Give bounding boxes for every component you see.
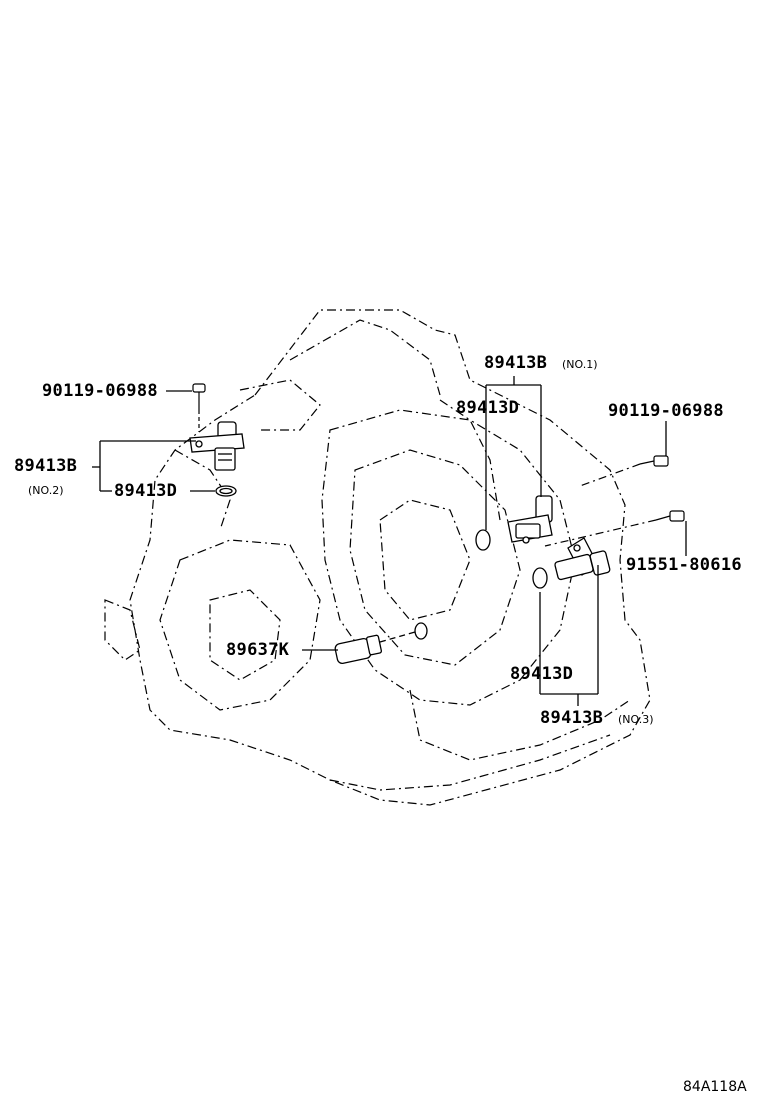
sensor-no3-drawing <box>532 537 611 589</box>
sensor-no3-note: (NO.3) <box>618 713 654 726</box>
callout-lines <box>92 376 687 706</box>
part-label-oring-no1[interactable]: 89413D <box>456 398 520 418</box>
bolts-right-drawing <box>544 455 685 547</box>
part-label-oring-no3[interactable]: 89413D <box>510 664 574 684</box>
speed-sensor-drawing <box>334 622 428 665</box>
sensor-no2-note: (NO.2) <box>28 484 64 497</box>
part-label-sensor-no3[interactable]: 89413B <box>540 708 604 728</box>
sensor-no2-drawing <box>189 421 245 497</box>
sensor-no1-drawing <box>475 495 553 551</box>
part-label-bolt-right-lower[interactable]: 91551-80616 <box>626 555 742 575</box>
transaxle-housing-outline <box>104 309 651 806</box>
part-label-speed-sensor[interactable]: 89637K <box>226 640 290 660</box>
sensor-no1-note: (NO.1) <box>562 358 598 371</box>
bolt-top-left-drawing <box>192 383 206 432</box>
part-label-sensor-no1[interactable]: 89413B <box>484 353 548 373</box>
part-label-bolt-right[interactable]: 90119-06988 <box>608 401 724 421</box>
part-label-oring-no2[interactable]: 89413D <box>114 481 178 501</box>
diagram-code: 84A118A <box>683 1079 747 1095</box>
part-label-bolt-top-left[interactable]: 90119-06988 <box>42 381 158 401</box>
part-label-sensor-no2[interactable]: 89413B <box>14 456 78 476</box>
